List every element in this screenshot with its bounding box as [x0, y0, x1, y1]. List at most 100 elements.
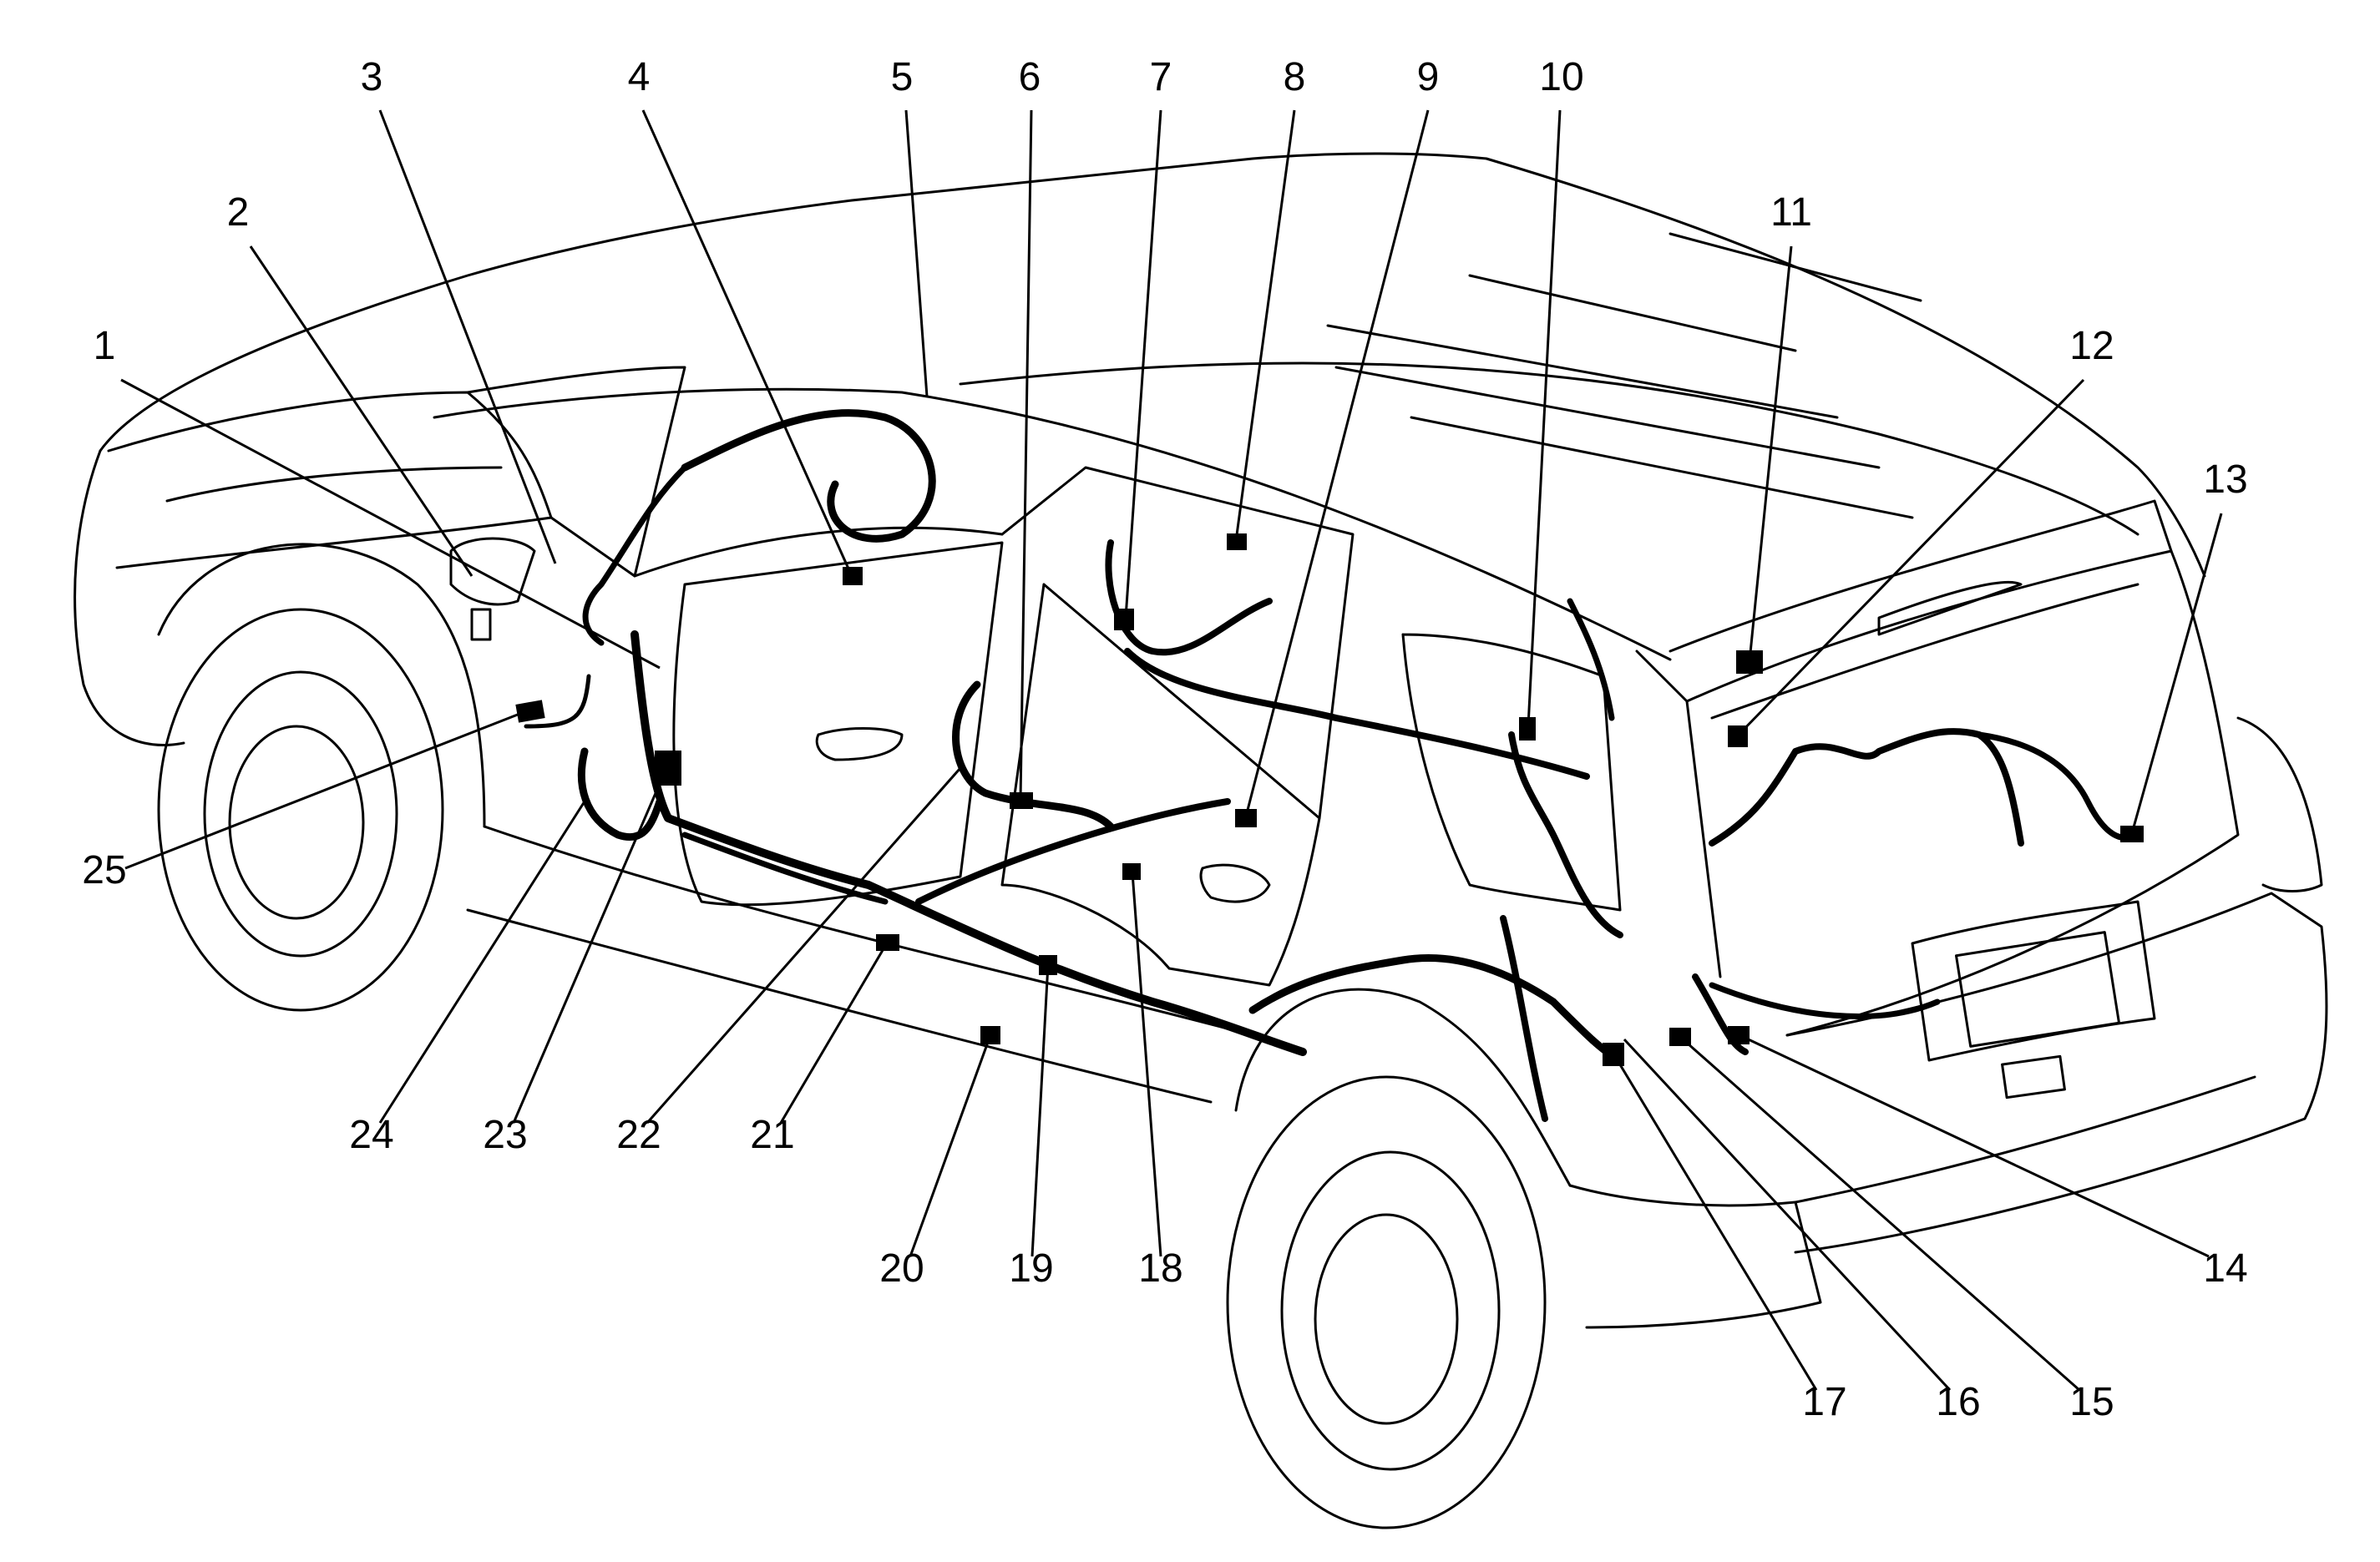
leader-line-2 [249, 245, 473, 577]
roof-line-2 [1326, 324, 1839, 419]
hood-crease [165, 466, 503, 503]
front-rim [203, 670, 398, 958]
leader-lines [120, 109, 2223, 1392]
callout-label-23: 23 [483, 1113, 527, 1157]
callout-label-15: 15 [2069, 1380, 2114, 1424]
connector-7 [1114, 609, 1134, 630]
callout-label-18: 18 [1138, 1246, 1182, 1291]
callout-label-1: 1 [94, 324, 116, 368]
ip-harness [681, 409, 936, 543]
callout-label-7: 7 [1150, 55, 1172, 99]
connector-18 [1122, 863, 1141, 880]
front-wheel-arch [157, 543, 486, 828]
callout-label-20: 20 [879, 1246, 924, 1291]
roof-outline [99, 152, 2206, 578]
callout-label-21: 21 [750, 1113, 794, 1157]
callout-label-17: 17 [1802, 1380, 1846, 1424]
liftgate-glass [1710, 583, 2139, 720]
b-pillar [1000, 466, 1355, 820]
leader-line-15 [1679, 1035, 2080, 1392]
windshield [466, 366, 686, 578]
leader-line-8 [1234, 109, 1296, 542]
leader-line-22 [646, 767, 962, 1124]
a-pillar [633, 526, 1004, 578]
leader-line-4 [641, 109, 853, 577]
callout-label-19: 19 [1009, 1246, 1053, 1291]
callout-label-24: 24 [349, 1113, 393, 1157]
body-harness-rocker [681, 832, 889, 905]
rear-bumper-step [1794, 1075, 2256, 1204]
liftgate-outline [1685, 549, 2240, 1037]
callout-label-8: 8 [1284, 55, 1306, 99]
d-pillar [1635, 650, 1722, 978]
rear-bumper [1785, 892, 2328, 1254]
rear-quarter-panel [1568, 1184, 1822, 1329]
leader-line-11 [1748, 245, 1793, 662]
connector-23 [655, 751, 681, 786]
roof-line-4 [1410, 416, 1914, 519]
connectors [515, 533, 2144, 1066]
connector-13 [2120, 826, 2144, 842]
high-mount-lamp [1877, 580, 2023, 636]
b-pillar-harness [1105, 539, 1273, 656]
leader-line-5 [904, 109, 929, 397]
front-harness-fender [524, 674, 591, 729]
callout-label-12: 12 [2069, 324, 2114, 368]
front-tire [157, 608, 444, 1012]
callout-label-16: 16 [1936, 1380, 1980, 1424]
rear-door-handle [1199, 863, 1271, 903]
wheelhouse-harness-down [1500, 915, 1548, 1122]
leader-line-6 [1019, 109, 1033, 801]
leader-line-18 [1131, 872, 1162, 1257]
leader-line-25 [124, 710, 527, 870]
leader-line-13 [2130, 513, 2223, 834]
liftgate-harness [1709, 728, 2024, 847]
leader-line-21 [779, 941, 889, 1124]
roof-line-5 [1669, 232, 1922, 302]
liftgate-harness-right [1976, 731, 2141, 842]
callout-label-5: 5 [891, 55, 914, 99]
front-door-harness [952, 680, 1115, 831]
callout-label-4: 4 [628, 55, 651, 99]
rear-rim [1280, 1150, 1501, 1471]
leader-line-10 [1527, 109, 1562, 727]
rear-quarter-harness-2 [1567, 598, 1615, 721]
leader-line-3 [378, 109, 557, 564]
body-lower-line [466, 908, 1213, 1104]
tail-lamp [2236, 716, 2323, 892]
license-plate-recess [1911, 900, 2156, 1062]
wiring-harness [524, 409, 2141, 1122]
front-door-handle [815, 727, 904, 761]
rear-tire [1226, 1075, 1547, 1529]
callout-label-6: 6 [1019, 55, 1041, 99]
leader-line-14 [1739, 1034, 2210, 1258]
rear-hub [1314, 1213, 1459, 1425]
front-harness-lower [577, 747, 664, 842]
callout-label-3: 3 [361, 55, 383, 99]
leader-line-12 [1737, 378, 2085, 736]
connector-14 [1728, 1026, 1750, 1044]
leader-line-23 [512, 767, 668, 1124]
roof-line-1 [1468, 274, 1797, 352]
hood [107, 391, 553, 569]
front-fascia [73, 449, 185, 746]
leader-line-20 [909, 1034, 992, 1257]
wheelhouse-harness [1248, 954, 1624, 1064]
roof-rail-right [959, 361, 2139, 536]
side-mirror [449, 537, 536, 606]
callout-label-14: 14 [2203, 1246, 2247, 1291]
callout-label-25: 25 [82, 848, 126, 892]
license-plate [1955, 931, 2120, 1048]
leader-line-16 [1623, 1038, 1952, 1392]
leader-line-9 [1244, 109, 1430, 817]
rear-quarter-harness [1508, 731, 1623, 938]
rear-bumper-harness [1709, 982, 1941, 1019]
rear-quarter-window [1401, 633, 1622, 912]
front-side-marker [470, 608, 492, 641]
callout-label-2: 2 [227, 190, 250, 235]
leader-line-17 [1612, 1053, 1818, 1391]
vehicle-body [73, 152, 2328, 1529]
